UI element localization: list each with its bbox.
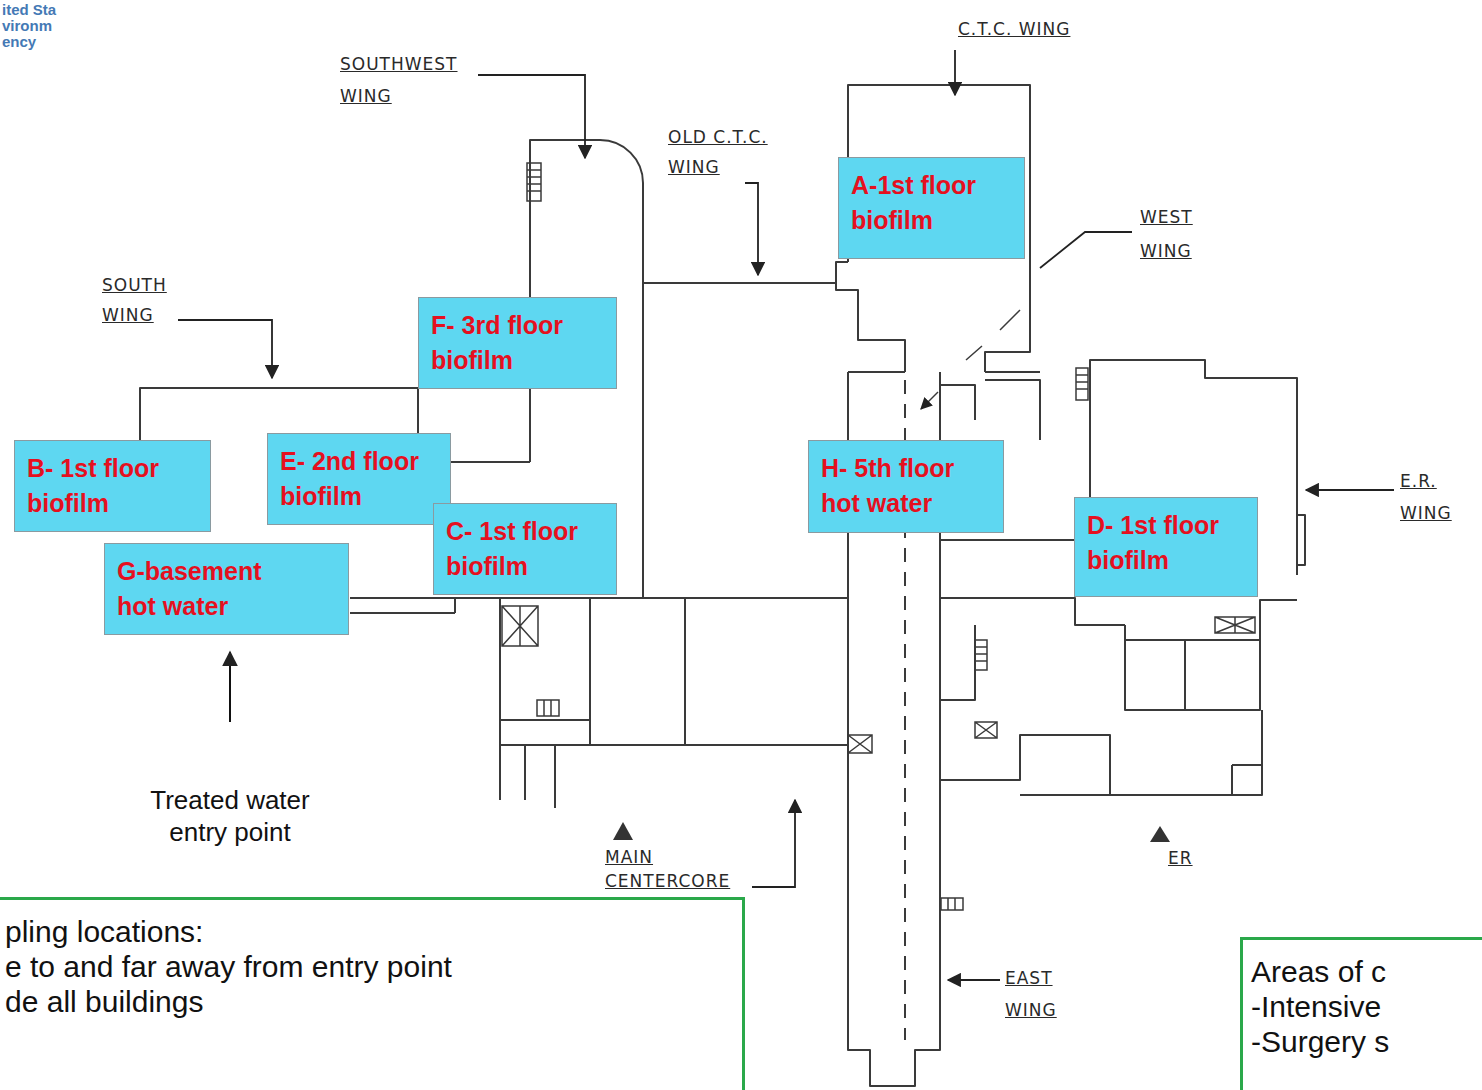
callout-text: F- 3rd floor biofilm — [431, 308, 602, 378]
wing-label: SOUTH WING — [102, 270, 202, 330]
note-box: pling locations:e to and far away from e… — [0, 897, 745, 1090]
pointer-arrow — [229, 652, 231, 722]
stair-symbol — [975, 640, 987, 670]
label-slot: SOUTHWEST WING — [340, 48, 475, 112]
sample-callout-box: C- 1st floor biofilm — [433, 503, 617, 595]
pointer-arrow — [948, 979, 1000, 981]
sample-callout-box: E- 2nd floor biofilm — [267, 433, 451, 525]
stair-symbol — [941, 898, 963, 910]
stair-symbol — [848, 735, 872, 753]
stair-symbol — [502, 606, 538, 646]
stair-symbol — [527, 163, 541, 201]
entry-note: Treated water entry point — [130, 784, 330, 848]
wing-label: SOUTHWEST WING — [340, 48, 475, 112]
pointer-arrow — [478, 75, 585, 158]
label-slot: C.T.C. WING — [958, 16, 1070, 42]
wing-label: C.T.C. WING — [958, 16, 1070, 42]
label-slot: SOUTH WING — [102, 270, 202, 330]
stair-symbol — [537, 700, 559, 716]
logo-text: ited Sta vironm ency — [2, 2, 72, 50]
label-slot: ER — [1168, 846, 1193, 870]
wing-pointers — [178, 50, 1394, 980]
callout-text: C- 1st floor biofilm — [446, 514, 602, 584]
plan-slash — [966, 310, 1020, 360]
pointer-arrow — [1306, 489, 1394, 491]
label-slot: E.R. WING — [1400, 465, 1470, 529]
lower-east-wall — [940, 625, 1262, 795]
note-text: e to and far away from entry point — [5, 949, 452, 984]
callout-text: B- 1st floor biofilm — [27, 451, 196, 521]
entrance-triangle — [1150, 826, 1170, 842]
sample-callout-box: B- 1st floor biofilm — [14, 440, 211, 532]
stair-symbol — [975, 722, 997, 738]
plan-marks — [921, 310, 1020, 409]
callout-text: D- 1st floor biofilm — [1087, 508, 1243, 578]
main-core-wall — [455, 598, 848, 808]
pointer-arrow — [752, 800, 795, 887]
callout-text: E- 2nd floor biofilm — [280, 444, 436, 514]
label-slot: WEST WING — [1140, 200, 1220, 268]
wing-label: E.R. WING — [1400, 465, 1470, 529]
label-slot: ited Sta vironm ency — [2, 2, 72, 50]
note-text: pling locations: — [5, 914, 203, 949]
wing-label: EAST WING — [1005, 962, 1080, 1026]
note-box: Areas of c-Intensive-Surgery s — [1240, 937, 1482, 1090]
old-ctc-wing-wall — [643, 282, 836, 284]
note-text: de all buildings — [5, 984, 203, 1019]
sample-callout-box: G-basement hot water — [104, 543, 349, 635]
wing-label: MAIN CENTERCORE — [605, 845, 755, 893]
note-text: -Intensive — [1251, 989, 1381, 1024]
entry-pipe-wall — [350, 598, 455, 613]
entrance-triangle — [613, 822, 633, 840]
sample-callout-box: F- 3rd floor biofilm — [418, 297, 617, 389]
note-text: -Surgery s — [1251, 1024, 1389, 1059]
entrance-label: ER — [1168, 846, 1193, 870]
callout-text: H- 5th floor hot water — [821, 451, 986, 521]
pointer-arrow — [954, 50, 956, 95]
label-slot: MAIN CENTERCORE — [605, 845, 755, 893]
sample-callout-box: D- 1st floor biofilm — [1074, 497, 1258, 597]
sample-callout-box: A-1st floor biofilm — [838, 157, 1025, 259]
wing-label: WEST WING — [1140, 200, 1220, 268]
label-slot: Treated water entry point — [130, 784, 330, 848]
callout-text: G-basement hot water — [117, 554, 292, 624]
pointer-line — [1040, 232, 1132, 268]
label-slot: OLD C.T.C. WING — [668, 122, 788, 182]
stair-symbol — [1215, 617, 1255, 633]
wing-label: OLD C.T.C. WING — [668, 122, 788, 182]
note-text: Areas of c — [1251, 954, 1386, 989]
stair-symbol — [1076, 368, 1088, 400]
pointer-arrow — [745, 183, 758, 275]
pointer-arrow — [178, 320, 272, 378]
label-slot: EAST WING — [1005, 962, 1080, 1026]
ctc-wing-wall — [836, 85, 1030, 372]
callout-text: A-1st floor biofilm — [851, 168, 1010, 238]
sample-callout-box: H- 5th floor hot water — [808, 440, 1004, 533]
direction-arrow — [921, 392, 938, 409]
